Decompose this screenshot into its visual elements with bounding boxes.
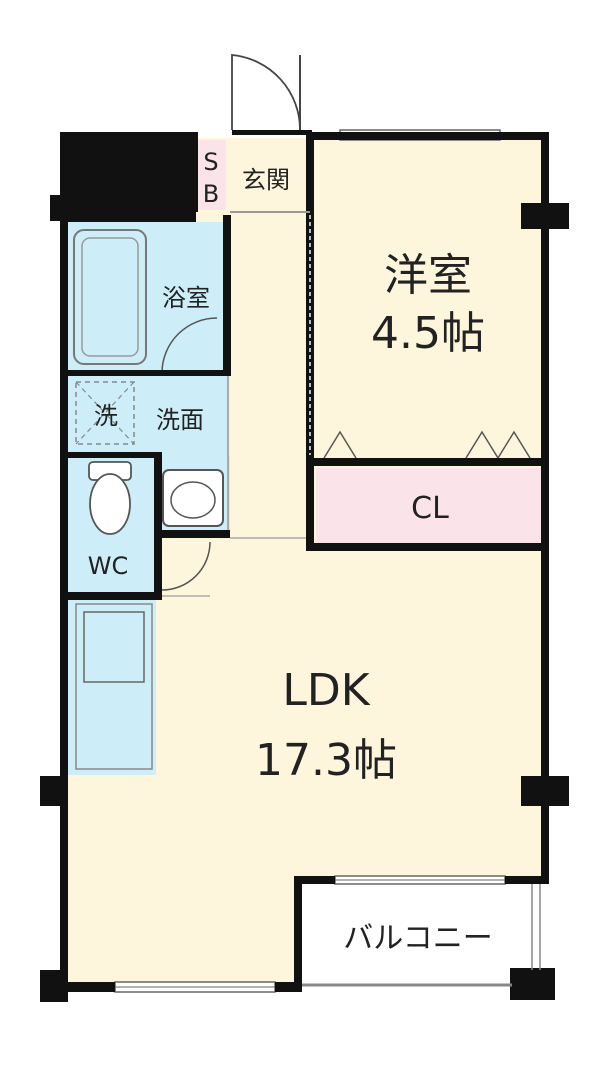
wall-wash-toilet [66,452,156,458]
bathroom-door-swing [161,317,218,373]
entrance-door-swing [231,54,301,131]
column-bottom-right [510,968,555,1000]
wall-bottom-left [60,982,115,992]
bathroom-label: 浴室 [162,284,210,312]
closet-door-3 [497,430,531,459]
western-room-floor [313,138,543,463]
wall-balcony-top-right [505,876,549,884]
western-room-size: 4.5帖 [371,308,485,359]
bathtub [73,229,147,365]
wall-toilet-right [154,452,162,600]
wall-bathroom-right [223,215,231,375]
bathtub-inner [81,237,139,357]
shoebox-label-s: S [203,148,218,176]
balcony-area [298,880,548,988]
sink-bowl [170,481,216,519]
shoebox-label-b: B [203,180,219,208]
closet-label: CL [411,491,449,526]
column-top-left [50,195,62,221]
wall-closet-top [306,458,548,466]
closet-door-2 [465,430,499,459]
closet-floor [316,468,542,543]
wall-right [541,132,549,882]
toilet-door-swing [161,541,211,591]
toilet-bowl-icon [89,473,131,535]
column-bottom-left [40,970,68,1002]
entrance-label: 玄関 [242,166,290,194]
wall-closet-bottom [306,543,548,551]
entrance-floor [228,140,308,210]
kitchen-sink [83,611,145,683]
walls [40,130,569,1002]
column-right-mid [521,776,569,806]
closet-door-1 [323,430,357,459]
wall-block-top-left [60,132,196,222]
wall-bottom-mid [275,982,300,992]
wall-sb [192,132,198,212]
toilet-label: WC [88,552,129,580]
column-right-top [521,203,569,229]
balcony-label: バルコニー [343,921,492,956]
wall-balcony-left [294,876,302,992]
sink-icon [162,469,224,527]
washroom-floor [66,376,228,456]
shoebox [196,140,226,210]
wall-left [60,132,68,988]
wall-top-right [306,132,548,140]
wall-entrance-top [232,130,312,135]
column-left-mid [40,776,68,806]
wall-balcony-top-left [294,876,335,884]
kitchen-counter-edge [75,603,153,770]
washer-label: 洗 [94,402,118,430]
western-room-name: 洋室 [384,250,472,301]
washroom-label: 洗面 [156,406,204,434]
wall-wash-bottom [156,530,230,538]
wall-bath-wash [66,370,231,376]
wall-toilet-bottom [66,592,162,600]
washer-space [75,381,135,445]
wall-western-left [306,132,314,547]
kitchen-counter [66,600,156,775]
ldk-name: LDK [282,665,370,716]
ldk-size: 17.3帖 [255,735,397,786]
